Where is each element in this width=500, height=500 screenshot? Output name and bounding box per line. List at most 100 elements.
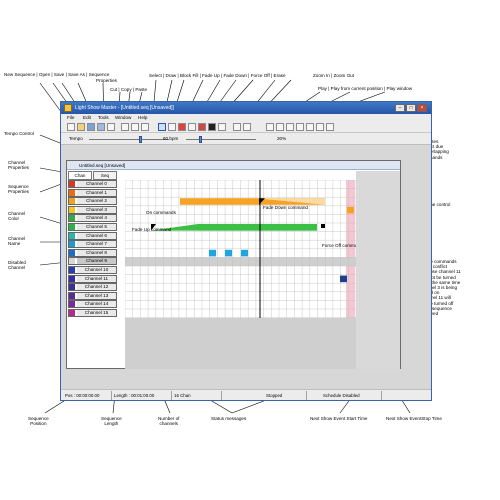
sequence-grid[interactable] (125, 180, 356, 318)
zoom-out-button[interactable] (243, 123, 251, 131)
open-button[interactable] (77, 123, 85, 131)
sequence-window-title: Untitled.seq [Unsaved] (79, 163, 126, 168)
channel-row[interactable]: Channel 4 (68, 214, 117, 223)
channel-row[interactable]: Channel 12 (68, 283, 117, 292)
tab-channel-properties[interactable]: Chan (68, 171, 92, 180)
status-divider (381, 391, 382, 400)
channel-name: Channel 1 (77, 189, 116, 196)
channel-color-swatch[interactable] (69, 181, 75, 187)
channel-color-swatch[interactable] (69, 206, 75, 213)
channel-row[interactable]: Channel 7 (68, 240, 117, 249)
app-icon (64, 104, 72, 112)
channel-row[interactable]: Channel 14 (68, 300, 117, 309)
play-from-position-button[interactable] (276, 123, 284, 131)
channel-row[interactable]: Channel 8 (68, 248, 117, 257)
fade-down-button[interactable] (198, 123, 206, 131)
channel-row[interactable]: Channel 5 (68, 223, 117, 231)
minimize-button[interactable]: – (395, 104, 405, 112)
fade-down-label: Fade Down command (263, 205, 308, 210)
channel-name: Channel 9 (77, 258, 116, 265)
save-button[interactable] (87, 123, 95, 131)
select-tool-button[interactable] (158, 123, 166, 131)
tempo-label: Tempo (69, 136, 83, 141)
channel-color-swatch[interactable] (69, 301, 75, 308)
status-bar: Pos : 00:00:00.00 Length : 00:01:00.00 1… (61, 389, 431, 400)
sequence-window-title-bar: Untitled.seq [Unsaved] (67, 161, 400, 170)
forward-button[interactable] (326, 123, 334, 131)
status-divider (221, 391, 222, 400)
draw-tool-button[interactable] (168, 123, 176, 131)
on-commands-label: On commands (146, 210, 176, 215)
fade-up-button[interactable] (188, 123, 196, 131)
channel-color-swatch[interactable] (69, 267, 75, 273)
main-toolbar (61, 121, 431, 133)
channel-row[interactable]: Channel 3 (68, 205, 117, 214)
channel-color-swatch[interactable] (69, 215, 75, 222)
channel-color-swatch[interactable] (69, 310, 75, 316)
channel-row[interactable]: Channel 9 (68, 257, 117, 266)
channel-row[interactable]: Channel 10 (68, 266, 117, 274)
channel-color-swatch[interactable] (69, 292, 75, 299)
new-sequence-button[interactable] (67, 123, 75, 131)
channel-row[interactable]: Channel 13 (68, 291, 117, 300)
channel-color-swatch[interactable] (69, 198, 75, 205)
status-messages-annotation: Status messages (211, 416, 247, 421)
menu-file[interactable]: File (67, 115, 75, 120)
force-off-button[interactable] (208, 123, 216, 131)
cut-button[interactable] (121, 123, 129, 131)
channel-name: Channel 5 (77, 224, 116, 230)
empty-grid-area (125, 318, 356, 369)
stop-button[interactable] (306, 123, 314, 131)
menu-help[interactable]: Help (138, 115, 148, 120)
channel-name: Channel 11 (77, 275, 116, 282)
volume-slider-track[interactable] (186, 139, 256, 140)
paste-button[interactable] (141, 123, 149, 131)
fade-up-label: Fade Up command (132, 227, 172, 232)
erase-button[interactable] (218, 123, 226, 131)
channel-row[interactable]: Channel 15 (68, 309, 117, 317)
pause-button[interactable] (296, 123, 304, 131)
volume-slider-thumb[interactable] (199, 136, 202, 143)
force-off-label: Force Off command (322, 243, 363, 248)
maximize-button[interactable]: □ (406, 104, 416, 112)
rewind-button[interactable] (316, 123, 324, 131)
zoom-in-button[interactable] (233, 123, 241, 131)
channel-8-on-command (241, 249, 248, 257)
play-button[interactable] (266, 123, 274, 131)
channel-name: Channel 12 (77, 284, 116, 291)
channel-color-swatch[interactable] (69, 284, 75, 291)
copy-button[interactable] (131, 123, 139, 131)
tempo-slider-track[interactable] (89, 139, 169, 140)
channel-color-swatch[interactable] (69, 232, 75, 239)
menu-tools[interactable]: Tools (98, 115, 109, 120)
channel-row[interactable]: Channel 2 (68, 197, 117, 206)
select-draw-annotation: Select | Draw | Block Fill | Fade Up | F… (149, 73, 286, 78)
menu-window[interactable]: Window (115, 115, 132, 120)
channel-row[interactable]: Channel 6 (68, 231, 117, 240)
right-panel (356, 171, 400, 369)
channel-color-swatch[interactable] (69, 241, 75, 248)
channel-row[interactable]: Channel 11 (68, 274, 117, 283)
tab-sequence-properties[interactable]: Seq (93, 171, 117, 180)
channel-row[interactable]: Channel 1 (68, 188, 117, 197)
save-as-button[interactable] (97, 123, 105, 131)
channel-name: Channel 15 (77, 310, 116, 316)
channel-row[interactable]: Channel 0 (68, 180, 117, 188)
tempo-slider-thumb[interactable] (139, 136, 142, 143)
close-button[interactable]: × (417, 104, 427, 112)
channel-color-swatch[interactable] (69, 275, 75, 282)
play-window-button[interactable] (286, 123, 294, 131)
channel-color-swatch[interactable] (69, 224, 75, 230)
block-fill-button[interactable] (178, 123, 186, 131)
channel-color-swatch[interactable] (69, 249, 75, 256)
channel-color-swatch[interactable] (69, 258, 75, 265)
menu-edit[interactable]: Edit (83, 115, 91, 120)
sequence-properties-button[interactable] (107, 123, 115, 131)
channel-color-swatch[interactable] (69, 189, 75, 196)
channel-name: Channel 6 (77, 232, 116, 239)
new-sequence-annotation: New Sequence | Open | Save | Save As | S… (4, 72, 110, 77)
